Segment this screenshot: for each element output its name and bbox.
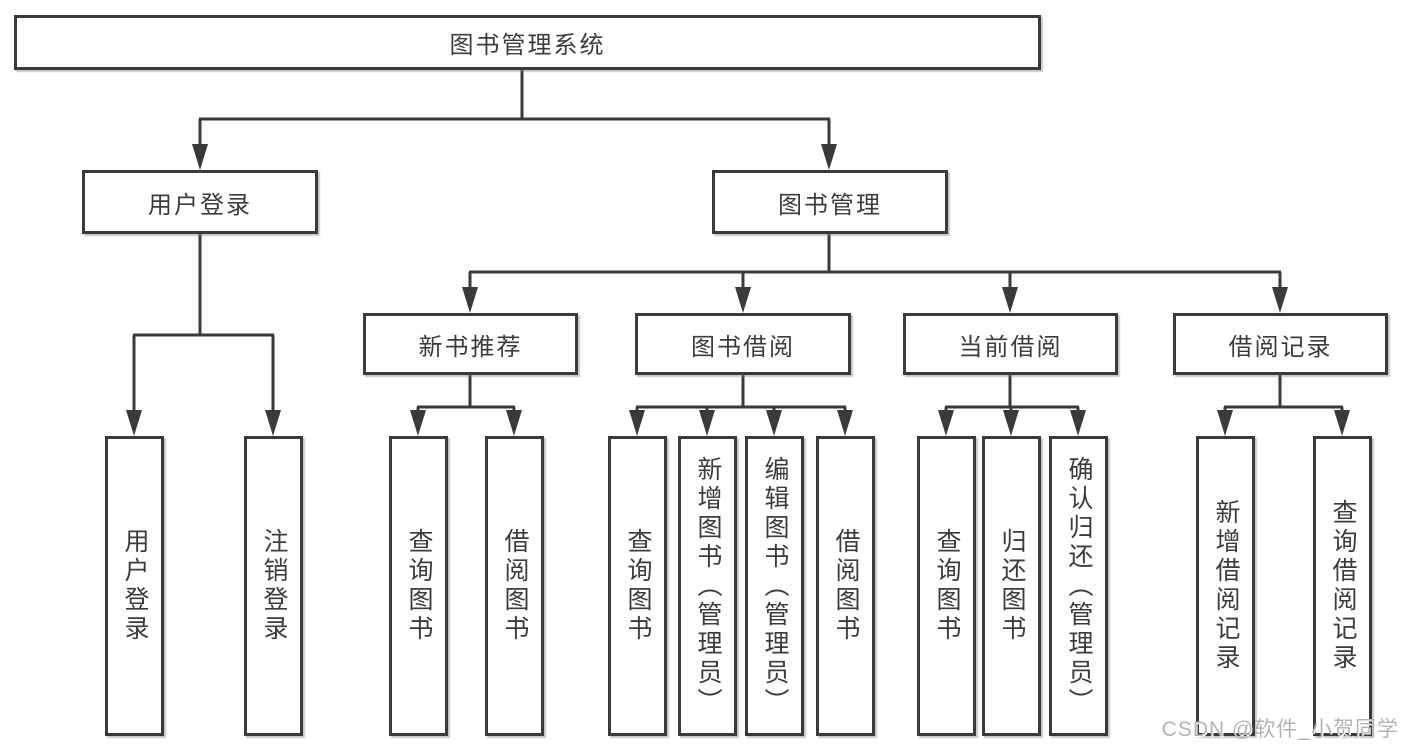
- node-book-borrowing: 图书借阅: [635, 313, 851, 375]
- node-user-login: 用户登录: [82, 170, 318, 234]
- leaf-add-borrow-record: 新增借阅记录: [1196, 436, 1255, 736]
- leaf-add-book-admin: 新增图书（管理员）: [678, 436, 737, 736]
- node-new-book-recommend: 新书推荐: [363, 313, 578, 375]
- leaf-user-login: 用户登录: [105, 436, 164, 736]
- leaf-query-books-current: 查询图书: [917, 436, 976, 736]
- node-library-system: 图书管理系统: [14, 15, 1041, 70]
- leaf-confirm-return-admin: 确认归还（管理员）: [1049, 436, 1108, 736]
- watermark-text: CSDN @软件_小贺同学: [1161, 718, 1399, 741]
- leaf-return-book: 归还图书: [982, 436, 1041, 736]
- leaf-query-books-borrowing: 查询图书: [608, 436, 667, 736]
- leaf-edit-book-admin: 编辑图书（管理员）: [745, 436, 804, 736]
- arrowheads: [126, 144, 1350, 436]
- leaf-logout: 注销登录: [244, 436, 303, 736]
- node-current-borrowing: 当前借阅: [903, 313, 1118, 375]
- leaf-query-books-recommend: 查询图书: [389, 436, 448, 736]
- leaf-borrow-books-borrowing: 借阅图书: [816, 436, 875, 736]
- node-borrowing-records: 借阅记录: [1173, 313, 1388, 375]
- node-book-management: 图书管理: [712, 170, 948, 234]
- leaf-query-borrow-record: 查询借阅记录: [1313, 436, 1372, 736]
- leaf-borrow-books-recommend: 借阅图书: [485, 436, 544, 736]
